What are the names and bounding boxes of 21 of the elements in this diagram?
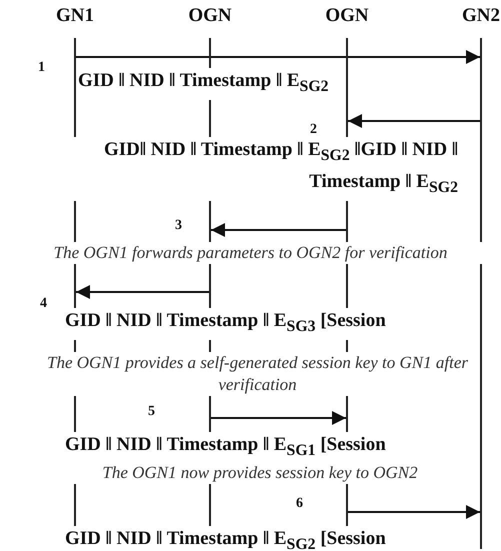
arrow (211, 411, 346, 425)
edge-label: GID ‖ NID ‖ Timestamp ‖ E$_{SG3}$ [Session (65, 308, 386, 340)
arrow (76, 50, 480, 64)
arrow (211, 223, 346, 237)
step-number: 2 (310, 122, 317, 138)
step-number: 5 (148, 404, 155, 420)
step-number: 4 (40, 296, 47, 312)
arrow (348, 114, 480, 128)
participant-name: OGN (324, 4, 370, 28)
edge-label: GID ‖ NID ‖ Timestamp ‖ E$_{SG2}$ (78, 68, 329, 100)
step-number: 3 (175, 218, 182, 234)
edge-label: GID ‖ NID ‖ Timestamp ‖ E$_{SG2}$ [Session (65, 526, 386, 551)
participant-name: GN2 (461, 4, 501, 28)
note-text: The OGN1 provides a self-generated session key to GN1 after verification (45, 352, 470, 396)
arrow (348, 505, 480, 519)
participant-name: GN1 (55, 4, 95, 28)
edge-label: GID ‖ NID ‖ Timestamp ‖ E$_{SG1}$ [Session (65, 432, 386, 464)
arrow (76, 285, 209, 299)
step-number: 1 (38, 60, 45, 76)
participant-name: OGN (187, 4, 233, 28)
step-number: 6 (296, 496, 303, 512)
